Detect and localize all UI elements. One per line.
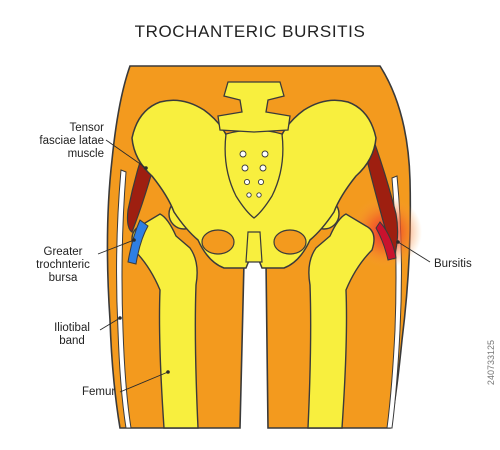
inflamed-bursa xyxy=(375,221,397,261)
sacrum xyxy=(224,129,284,219)
label-line: Iliotibal xyxy=(54,322,90,334)
stock-id-watermark: 240733125 xyxy=(486,340,496,386)
obturator-foramen-left xyxy=(201,229,235,255)
label-tensor-fasciae-latae: Tensor fasciae latae muscle xyxy=(18,122,104,161)
label-line: Tensor xyxy=(69,122,104,134)
label-line: Greater xyxy=(43,246,83,258)
greater-trochanteric-bursa xyxy=(127,219,149,265)
label-greater-trochanteric-bursa: Greater trochnteric bursa xyxy=(24,246,102,285)
label-iliotibial-band: Iliotibal band xyxy=(42,322,102,348)
label-bursitis: Bursitis xyxy=(434,258,472,270)
femur-right xyxy=(307,213,375,429)
label-femur: Femur xyxy=(82,386,116,398)
label-line: band xyxy=(59,335,85,347)
pubic-symphysis xyxy=(245,231,263,263)
iliotibial-band-left xyxy=(116,169,132,429)
label-line: muscle xyxy=(67,148,104,160)
leader-dots xyxy=(118,166,400,374)
sacral-foramina xyxy=(239,150,269,198)
obturator-foramen-right xyxy=(273,229,307,255)
diagram-title: TROCHANTERIC BURSITIS xyxy=(134,22,366,41)
label-line: bursa xyxy=(48,272,78,284)
leader-lines xyxy=(97,139,431,393)
label-line: fasciae latae xyxy=(39,135,104,147)
lumbar-vertebra xyxy=(217,81,291,133)
label-line: trochnteric xyxy=(36,259,90,271)
